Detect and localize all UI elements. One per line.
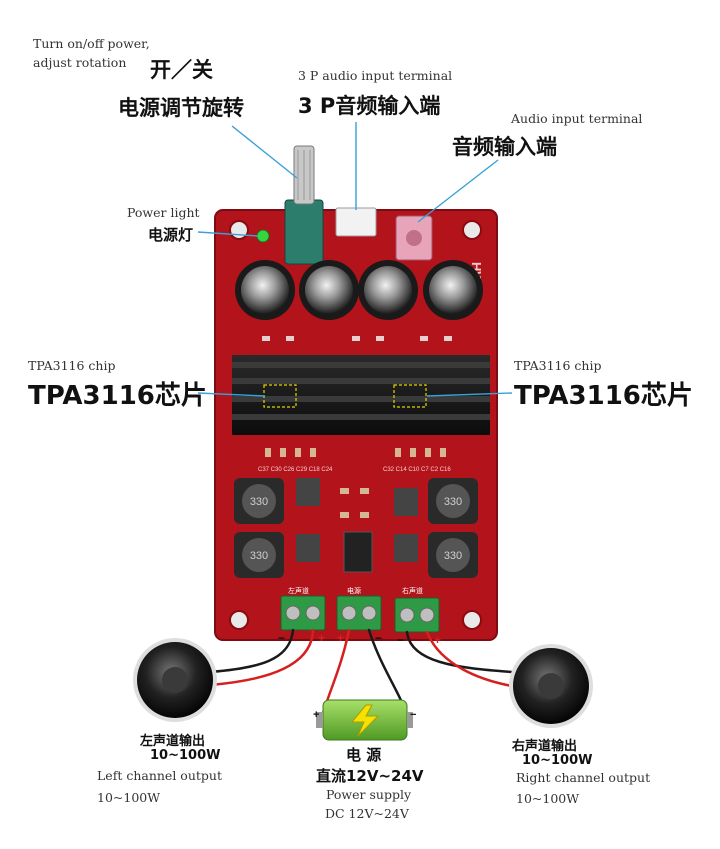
potentiometer-body (284, 199, 324, 265)
polarity-right-minus: − (397, 633, 404, 647)
left-output-cn: 左声道输出 (140, 734, 206, 749)
inductor-code: 330 (444, 550, 462, 562)
power-cn: 电 源 (346, 746, 382, 764)
knob-cn-switch: 开／关 (150, 58, 213, 82)
battery-plus: + (313, 709, 319, 721)
chip-right-en: TPA3116 chip (514, 358, 602, 373)
left-output-range: 10~100W (150, 748, 221, 763)
cap-row-right: C32 C14 C10 C7 C2 C16 (383, 467, 451, 473)
right-speaker (509, 644, 593, 728)
mounting-hole (462, 220, 482, 240)
right-output-en: Right channel output (516, 770, 651, 785)
power-led (256, 229, 270, 243)
polarity-left-plus: + (318, 631, 325, 645)
power-light-cn: 电源灯 (148, 226, 194, 244)
left-output-en-range: 10~100W (97, 790, 161, 805)
left-output-en: Left channel output (97, 768, 222, 783)
left-speaker (133, 638, 217, 722)
3p-input-cn: 3 P音频输入端 (298, 94, 441, 118)
battery-minus: − (410, 709, 416, 721)
polarity-power-plus: + (337, 631, 344, 645)
inductors: 330 330 330 330 (234, 478, 478, 578)
3p-input-en: 3 P audio input terminal (298, 68, 453, 83)
knob-en-line2: adjust rotation (33, 55, 127, 70)
polarity-left-minus: − (278, 631, 285, 645)
terminal-label-right: 右声道 (402, 586, 423, 595)
knob-en-line1: Turn on/off power, (33, 36, 150, 51)
cap-row-left: C37 C30 C26 C29 C18 C24 (258, 467, 333, 473)
power-en: Power supply (326, 787, 412, 802)
audio-input-cn: 音频输入端 (452, 135, 557, 159)
inductor-code: 330 (250, 550, 268, 562)
polarity-power-minus: − (375, 631, 382, 645)
audio-input-en: Audio input terminal (511, 111, 643, 126)
chip-right-cn: TPA3116芯片 (514, 381, 693, 411)
mounting-hole (229, 220, 249, 240)
battery-icon: + − (313, 699, 416, 741)
power-dc-cn: 直流12V~24V (316, 767, 424, 785)
electrolytic-capacitors (235, 260, 483, 320)
inductor-code: 330 (444, 496, 462, 508)
polarity-right-plus: + (434, 633, 441, 647)
knob-cn-adjust: 电源调节旋转 (118, 96, 244, 120)
inductor-code: 330 (250, 496, 268, 508)
chip-left-cn: TPA3116芯片 (28, 381, 207, 411)
voltage-regulator (343, 531, 373, 573)
3p-input-connector (335, 207, 377, 237)
right-output-en-range: 10~100W (516, 791, 580, 806)
power-light-en: Power light (127, 205, 200, 220)
mounting-hole (462, 610, 482, 630)
terminal-label-mid: 电源 (347, 586, 361, 595)
power-dc-en: DC 12V~24V (325, 806, 409, 821)
right-output-cn: 右声道输出 (512, 739, 578, 754)
chip-marker-right (393, 384, 427, 408)
terminal-label-left: 左声道 (288, 586, 309, 595)
terminal-blocks (280, 595, 440, 633)
mounting-hole (229, 610, 249, 630)
chip-left-en: TPA3116 chip (28, 358, 116, 373)
right-output-range: 10~100W (522, 753, 593, 768)
